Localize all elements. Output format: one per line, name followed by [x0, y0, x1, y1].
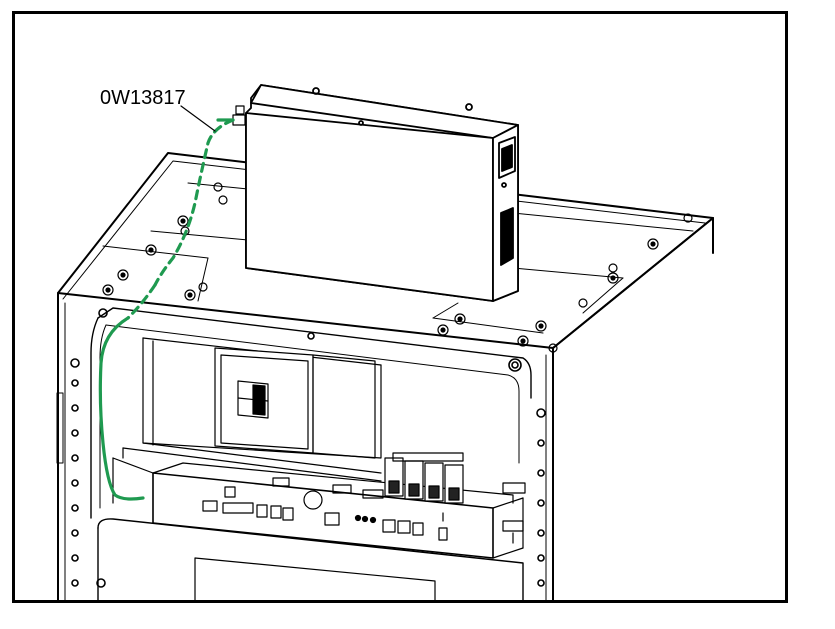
- cabinet-illustration: 0W13817: [56, 84, 714, 600]
- part-number-label: 0W13817: [100, 87, 186, 109]
- cabinet-opening: [122, 337, 382, 482]
- device-box: [232, 84, 519, 302]
- part-callout: 0W13817: [100, 87, 216, 132]
- control-panel: [112, 457, 526, 559]
- terminal-blocks: [384, 452, 464, 504]
- cabinet-front: [56, 217, 714, 600]
- lower-door: [97, 518, 524, 600]
- illustration-frame: 0W13817: [12, 11, 788, 603]
- ground-cable: [98, 118, 235, 501]
